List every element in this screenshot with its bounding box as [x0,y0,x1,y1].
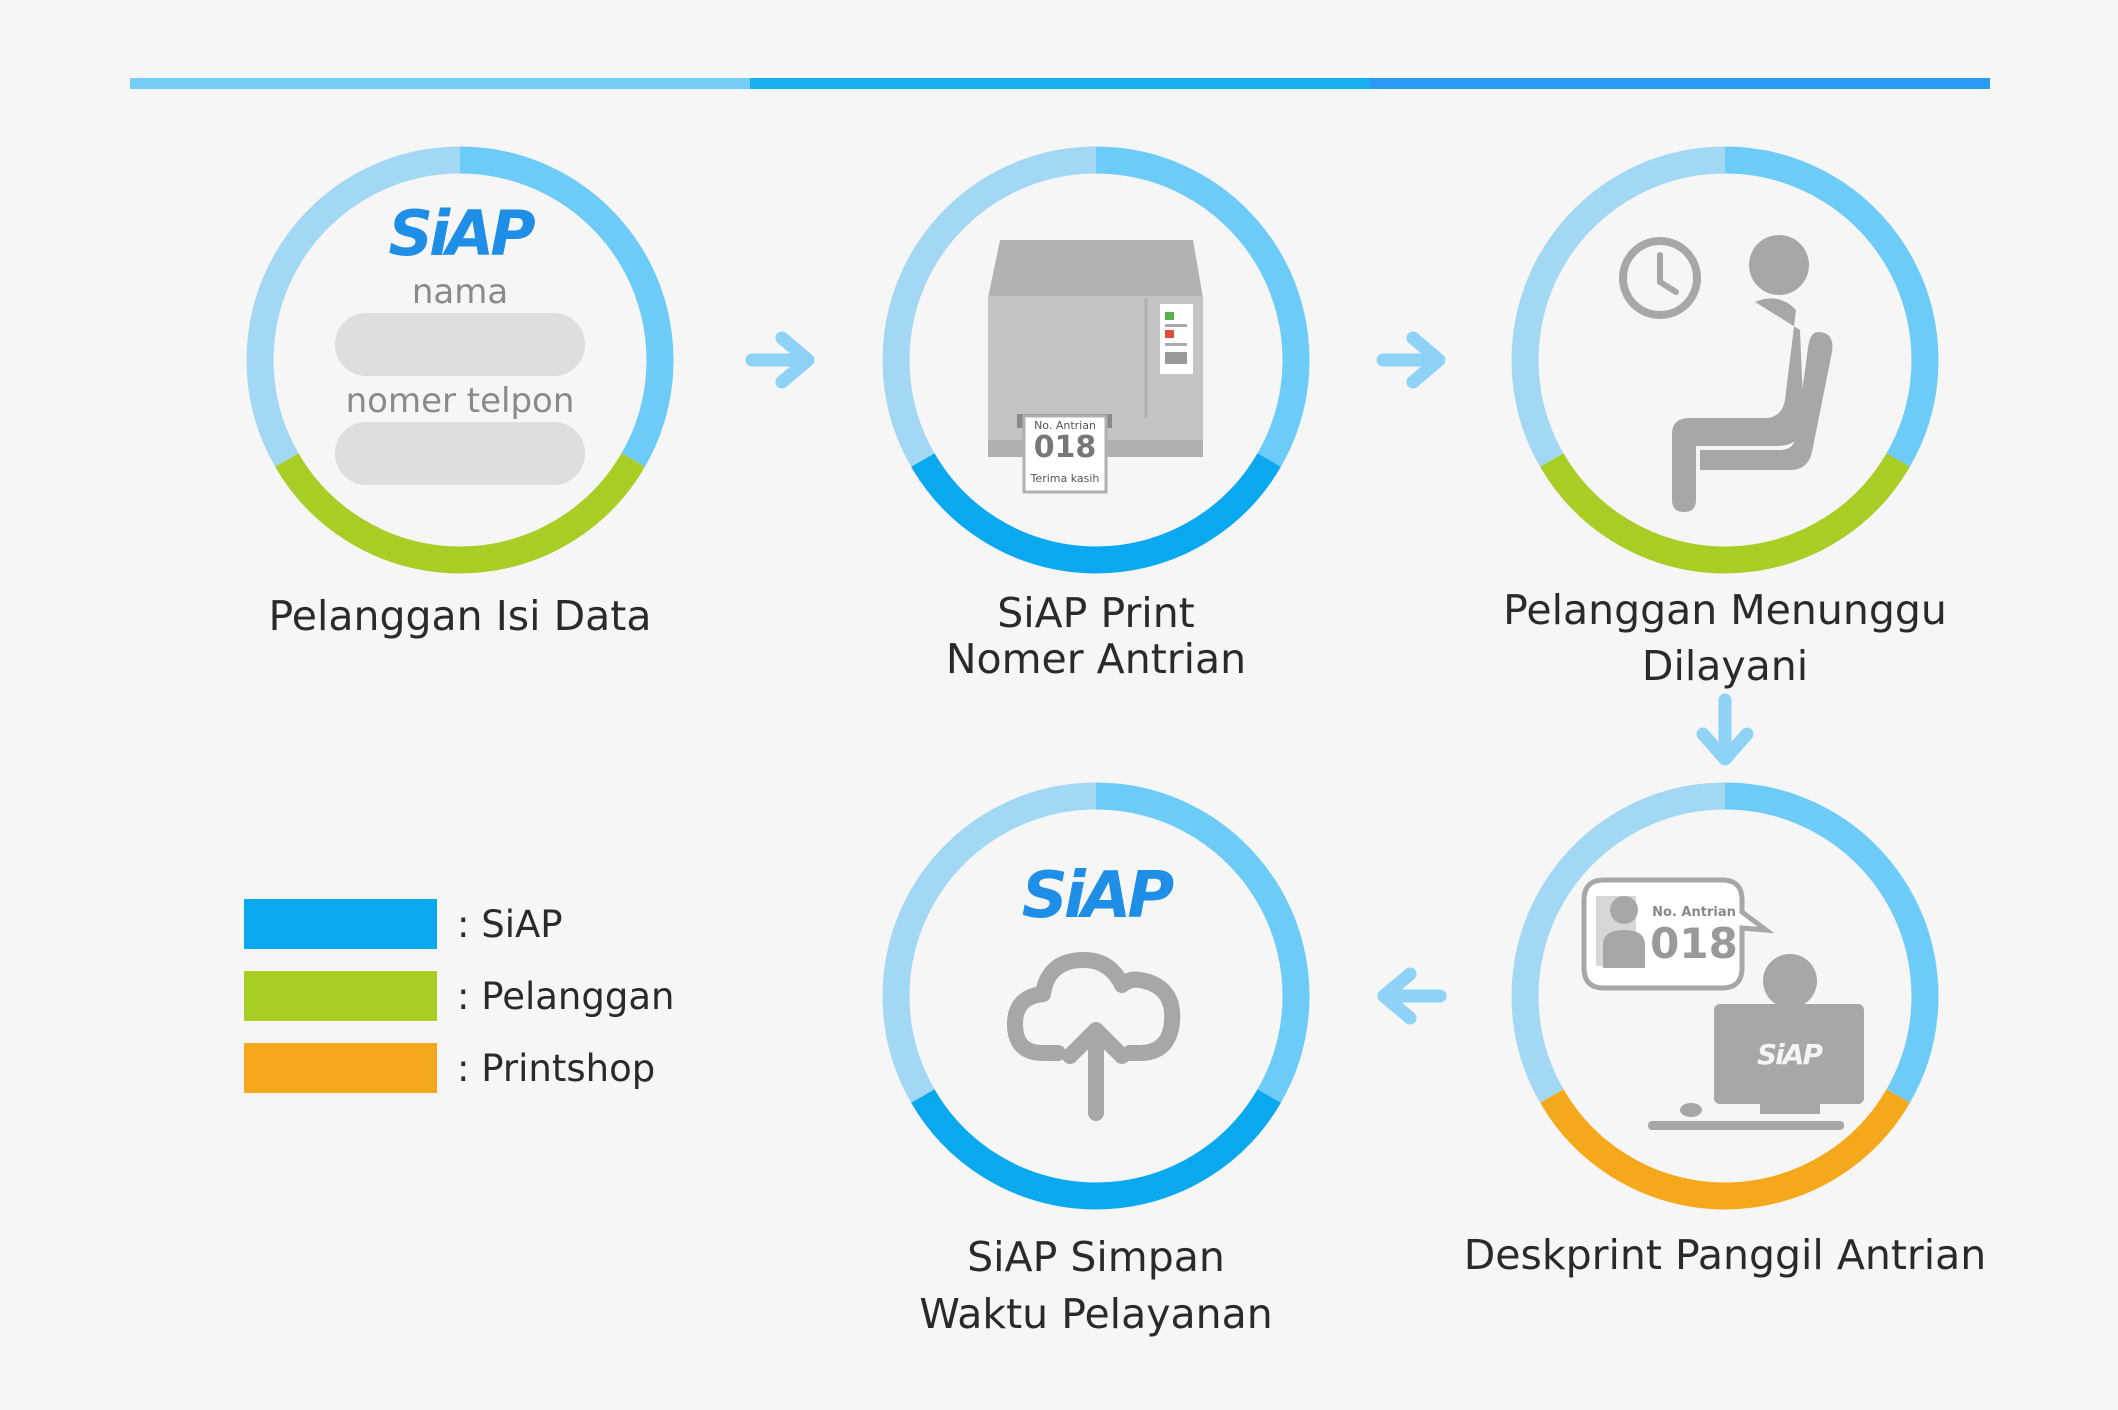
bubble-title: No. Antrian [1652,905,1736,920]
legend-item-pelanggan: : Pelanggan [244,971,674,1021]
name-field-label: nama [412,272,508,312]
ring-siap-print [882,146,1310,574]
ring-pelanggan-isi-data [246,146,674,574]
arrow-down-icon [1696,693,1754,766]
ring-segment-upper-right [1724,146,1939,467]
caption-line: SiAP Simpan [967,1233,1225,1281]
ring-segment-bottom [911,1089,1281,1210]
caption-line: Dilayani [1641,642,1809,690]
seated-person-icon [1672,235,1833,512]
legend-swatch [244,971,437,1021]
caption-deskprint-panggil: Deskprint Panggil Antrian [1464,1229,1987,1281]
customer-form: SiAP nama nomer telpon [335,197,585,485]
top-bar [130,78,1990,89]
caption-pelanggan-isi-data: Pelanggan Isi Data [269,590,652,642]
caption-siap-print: SiAP Print Nomer Antrian [946,590,1246,682]
caption-line: Pelanggan Isi Data [268,592,652,640]
bubble-number: 018 [1650,919,1738,968]
ring-segment-bottom [911,453,1281,574]
ring-segment-left [1511,146,1726,467]
call-bubble: No. Antrian 018 [1581,877,1775,991]
caption-line: SiAP Print [997,589,1195,637]
siap-logo: SiAP [1022,859,1175,933]
ring-segment-bottom [1540,1089,1910,1210]
ring-segment-left [1511,782,1726,1103]
legend-label: : SiAP [457,902,563,946]
ticket-footer: Terima kasih [1030,472,1100,485]
phone-field [335,422,585,485]
name-field [335,313,585,376]
caption-line: Deskprint Panggil Antrian [1463,1231,1987,1279]
siap-logo: SiAP [388,197,535,270]
legend-label: : Printshop [457,1046,656,1090]
arrow-left-icon [1377,967,1447,1025]
legend-item-siap: : SiAP [244,899,563,949]
arrow-right-icon [745,331,815,389]
phone-field-label: nomer telpon [346,381,575,421]
ring-segment-left [246,146,461,467]
queue-ticket: No. Antrian 018 Terima kasih [1022,414,1108,494]
ring-pelanggan-menunggu [1511,146,1939,574]
ring-segment-bottom [275,453,645,574]
caption-siap-simpan: SiAP Simpan Waktu Pelayanan [919,1229,1272,1343]
arrow-right-icon [1376,331,1446,389]
ring-segment-upper-right [1095,146,1310,467]
ring-segment-upper-right [459,146,674,467]
clock-icon [1619,237,1701,319]
ring-segment-upper-right [1095,782,1310,1103]
ring-segment-left [882,146,1097,467]
cloud-upload-icon [1007,952,1181,1121]
legend-item-printshop: : Printshop [244,1043,655,1093]
legend-label: : Pelanggan [457,974,675,1018]
caption-line: Nomer Antrian [945,635,1247,683]
ring-siap-simpan [882,782,1310,1210]
legend-swatch [244,899,437,949]
legend-swatch [244,1043,437,1093]
ring-segment-bottom [1540,453,1910,574]
ring-deskprint-panggil [1511,782,1939,1210]
ring-segment-upper-right [1724,782,1939,1103]
ring-segment-left [882,782,1097,1103]
caption-line: Pelanggan Menunggu [1503,586,1947,634]
ticket-number: 018 [1034,430,1097,465]
caption-line: Waktu Pelayanan [919,1290,1273,1338]
monitor-siap-logo: SiAP [1757,1038,1823,1071]
desk-monitor-icon: SiAP [1648,954,1864,1130]
ticket-title: No. Antrian [1034,419,1096,432]
caption-pelanggan-menunggu: Pelanggan Menunggu Dilayani [1503,582,1947,694]
